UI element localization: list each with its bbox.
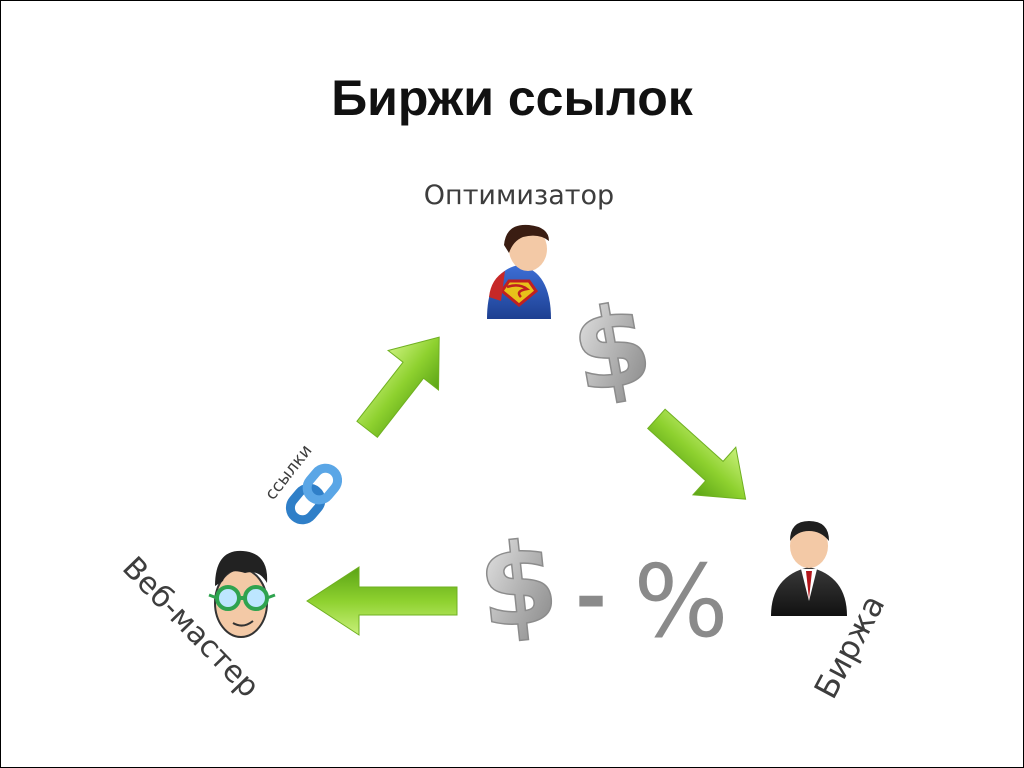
dollar-icon: $: [472, 516, 565, 655]
arrow-money-to-exchange: [647, 408, 747, 500]
svg-text:$: $: [563, 279, 661, 418]
node-optimizer: Оптимизатор: [424, 180, 614, 319]
node-webmaster: Веб-мастер: [115, 550, 276, 705]
minus-sign: -: [575, 552, 607, 641]
percent-sign: %: [633, 543, 728, 660]
businessman-icon: [771, 521, 847, 616]
dollar-icon: $: [562, 278, 661, 419]
svg-text:$: $: [473, 517, 564, 654]
node-exchange: Биржа: [771, 521, 892, 705]
webmaster-icon: [208, 550, 276, 638]
optimizer-label: Оптимизатор: [424, 180, 614, 211]
arrow-to-webmaster: [306, 566, 458, 636]
chain-link-icon: [285, 463, 343, 525]
edge-money-bottom: $ - %: [472, 516, 729, 660]
superman-icon: [487, 224, 551, 319]
slide-title: Биржи ссылок: [331, 70, 693, 126]
edge-links: ссылки: [261, 441, 343, 525]
edge-money-top: $: [562, 278, 661, 419]
arrow-links-to-optimizer: [356, 336, 440, 439]
